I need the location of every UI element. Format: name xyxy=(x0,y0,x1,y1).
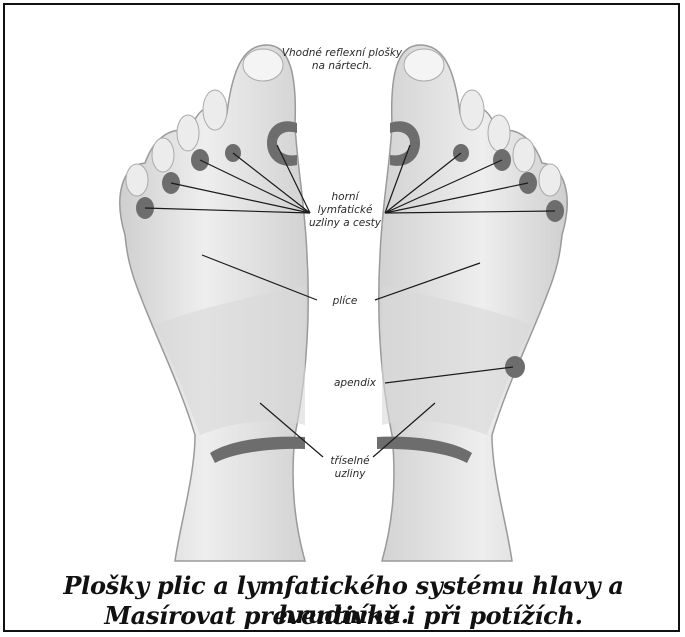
top-note: Vhodné reflexní plošky na nártech. xyxy=(257,47,427,73)
groin-label-line2: uzliny xyxy=(310,468,390,481)
right-toe-2 xyxy=(460,90,484,130)
appendix-zone xyxy=(505,356,525,378)
lungs-label: plíce xyxy=(305,295,385,308)
groin-label-line1: tříselné xyxy=(310,455,390,468)
appendix-label: apendix xyxy=(315,377,395,390)
diagram-frame: Vhodné reflexní plošky na nártech. horní… xyxy=(3,3,680,632)
lymph-label-line3: uzliny a cesty xyxy=(295,217,395,230)
left-toe-2 xyxy=(203,90,227,130)
left-toe-4 xyxy=(152,138,174,172)
top-note-line1: Vhodné reflexní plošky xyxy=(257,47,427,60)
lymph-label-line2: lymfatické xyxy=(295,204,395,217)
top-note-line2: na nártech. xyxy=(257,60,427,73)
right-foot xyxy=(379,45,567,561)
left-foot xyxy=(120,45,308,561)
lymph-label: horní lymfatické uzliny a cesty xyxy=(295,191,395,230)
left-toe-5 xyxy=(126,164,148,196)
right-toe-5 xyxy=(539,164,561,196)
caption-line2: Masírovat preventivně i při potížích. xyxy=(5,601,680,630)
feet-illustration xyxy=(5,5,680,565)
groin-label: tříselné uzliny xyxy=(310,455,390,481)
right-toe-4 xyxy=(513,138,535,172)
left-toe-3 xyxy=(177,115,199,151)
right-toe-3 xyxy=(488,115,510,151)
lungs-label-text: plíce xyxy=(305,295,385,308)
appendix-label-text: apendix xyxy=(315,377,395,390)
lymph-label-line1: horní xyxy=(295,191,395,204)
